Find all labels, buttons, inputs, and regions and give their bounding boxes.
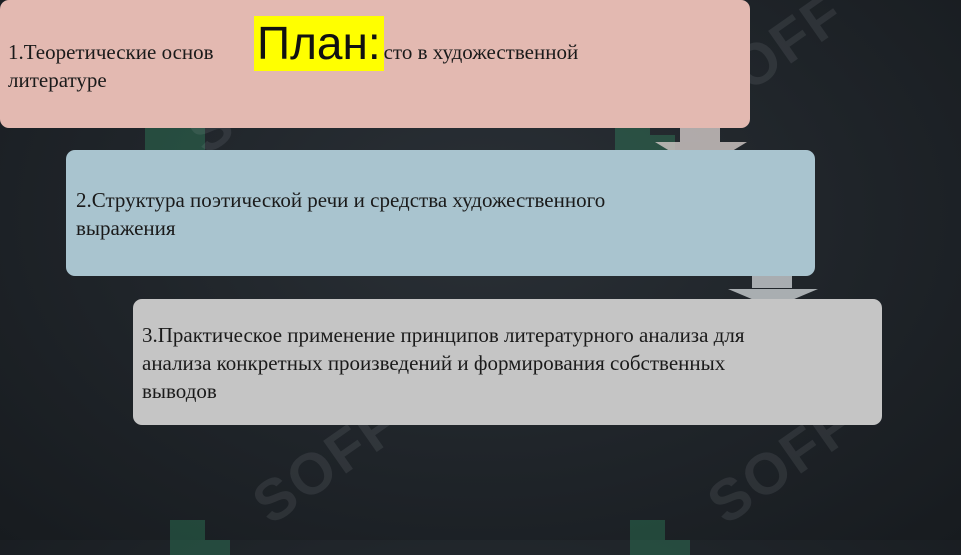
plan-item-2-line-1: 2.Структура поэтической речи и средства … [76,188,606,212]
plan-item-3-line-3: выводов [142,379,217,403]
plan-item-2-line-2: выражения [76,216,176,240]
plan-item-3-line-1: 3.Практическое применение принципов лите… [142,323,745,347]
plan-item-3-line-2: анализа конкретных произведений и формир… [142,351,726,375]
plan-item-1-prefix: 1.Теоретические основ [8,40,214,64]
plan-item-3: 3.Практическое применение принципов лите… [133,299,882,425]
plan-item-1-line-2: литературе [8,68,107,92]
arrow-down-icon [680,128,720,142]
arrow-down-icon [728,289,818,308]
plan-item-2: 2.Структура поэтической речи и средства … [66,150,815,276]
watermark-logo-icon [630,520,690,555]
slide-title: План: [254,16,384,71]
watermark-logo-icon [170,520,230,555]
